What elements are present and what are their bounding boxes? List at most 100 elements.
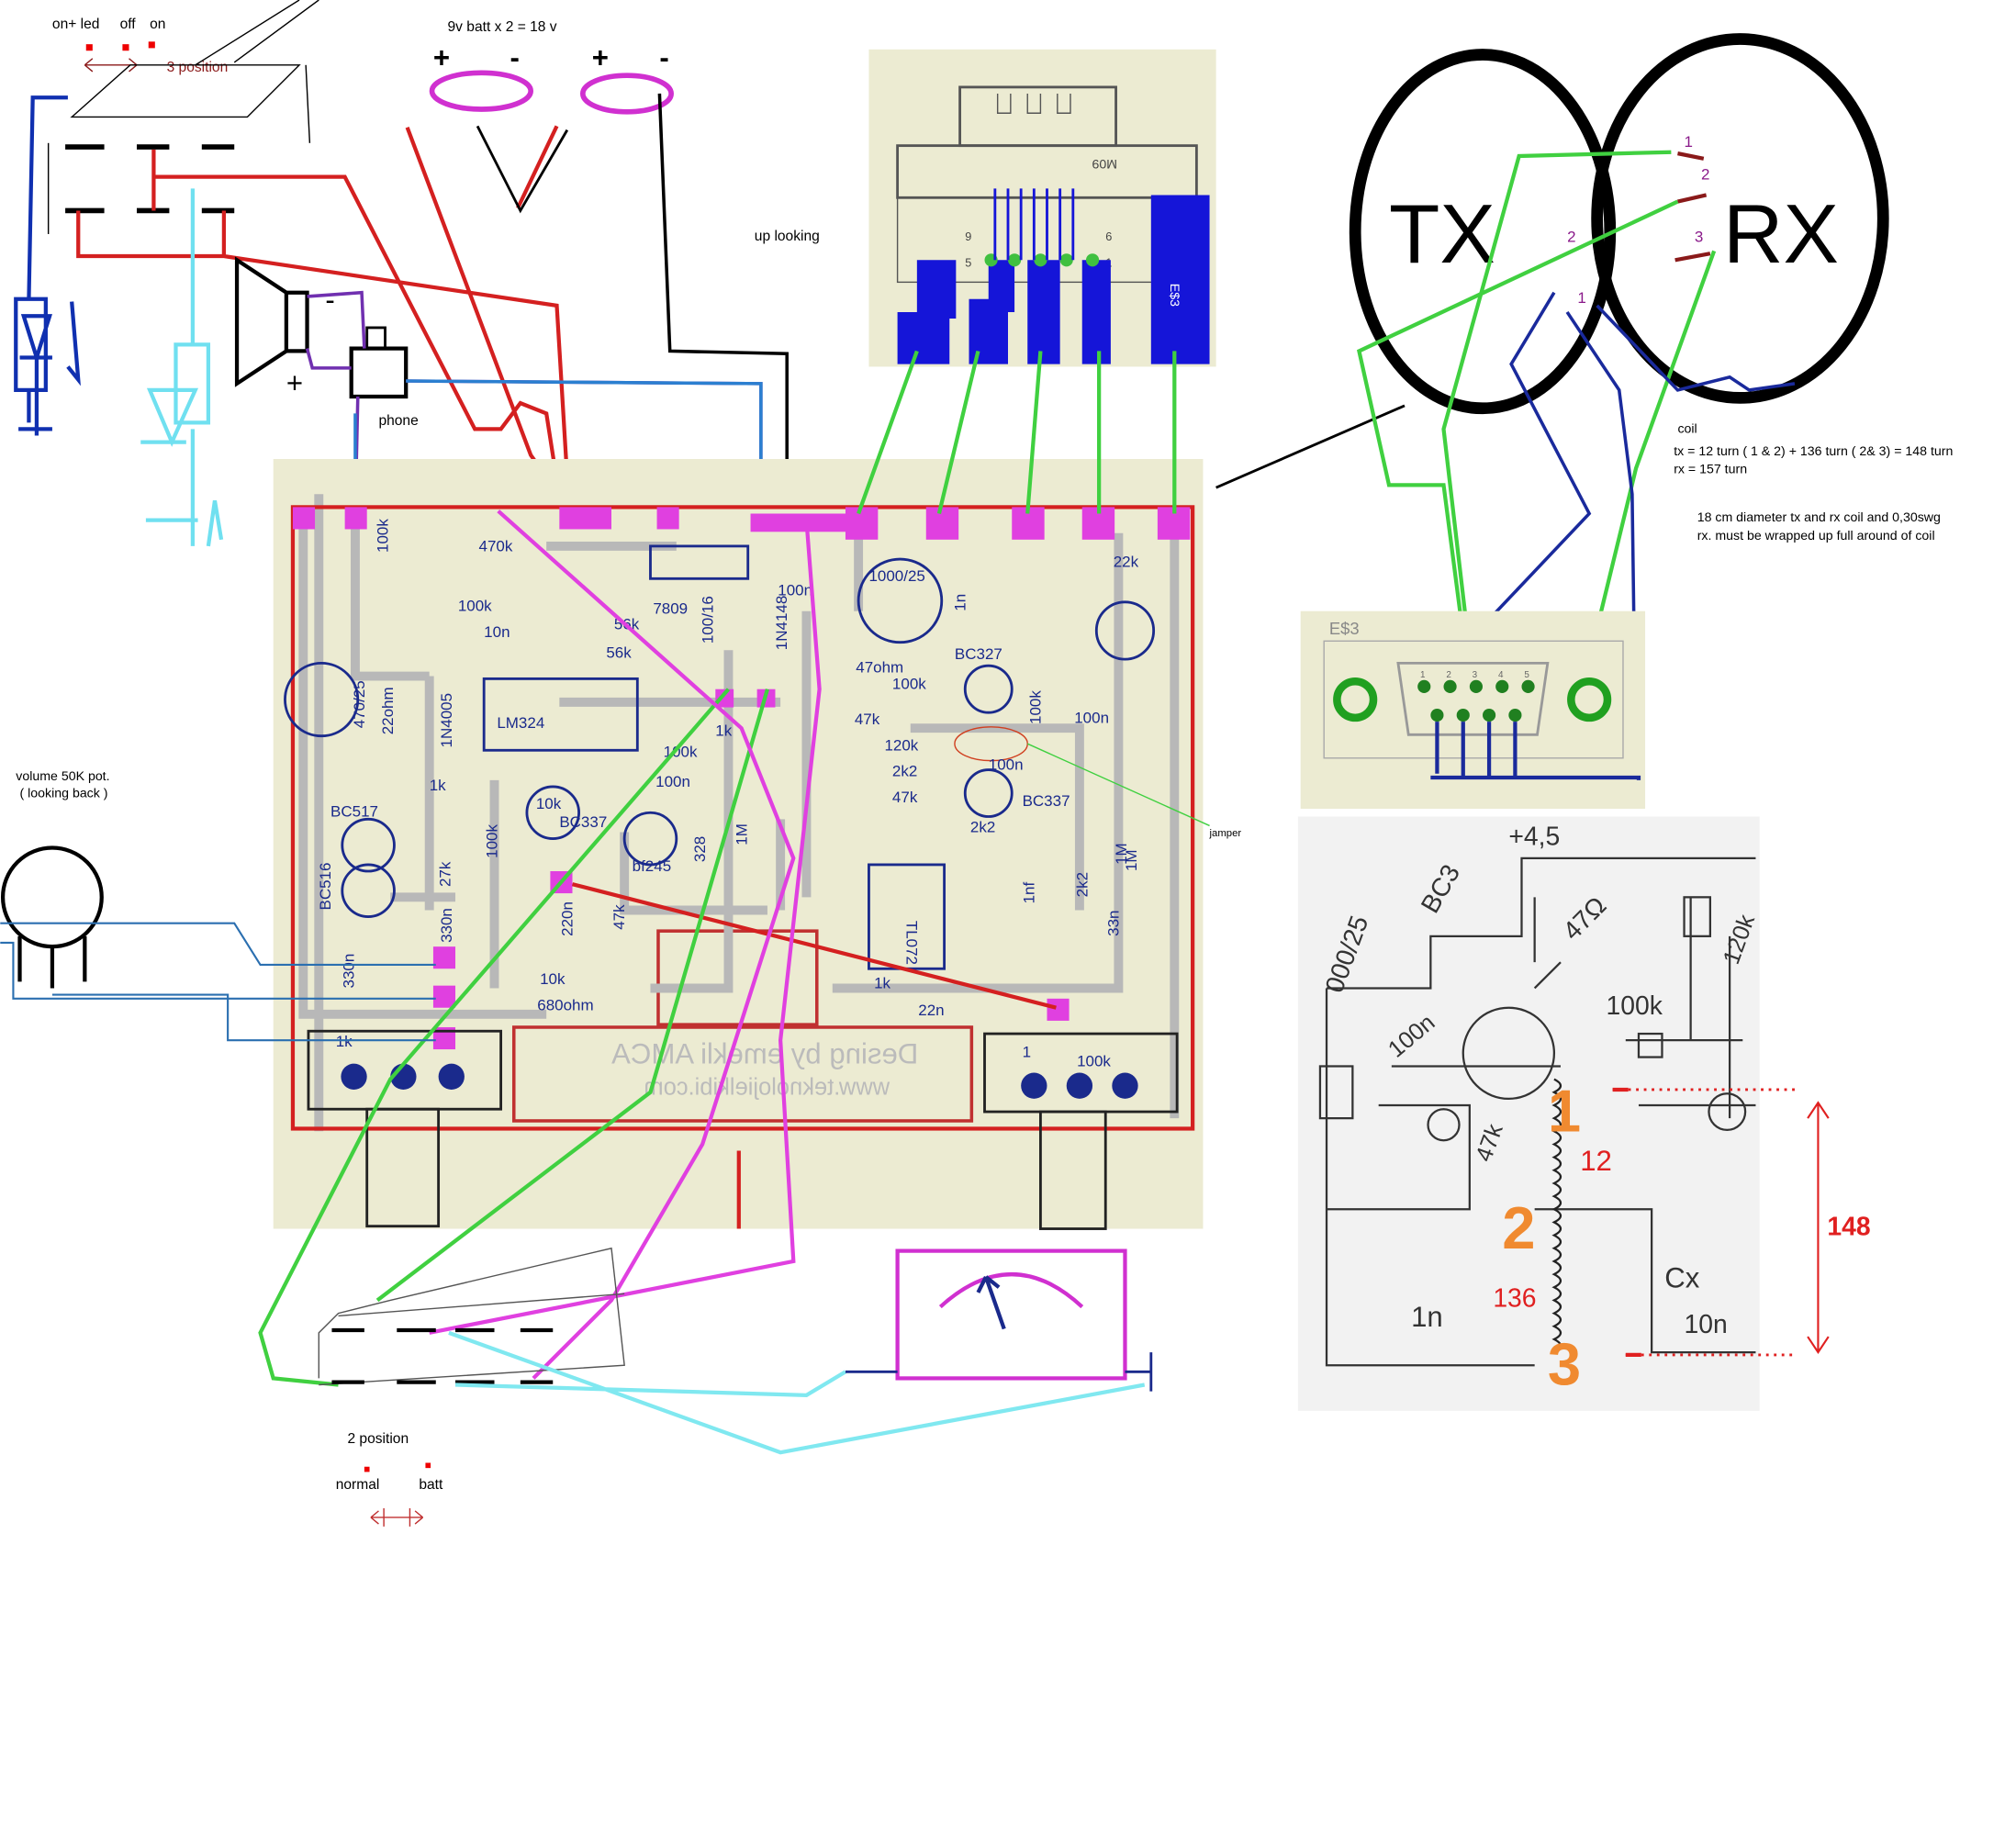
switch-pos-label: on <box>150 17 165 32</box>
battery-pack: 9v batt x 2 = 18 v + - + - <box>429 19 789 521</box>
coil-note: 18 cm diameter tx and rx coil and 0,30sw… <box>1697 510 1941 525</box>
pcb-component-label: TL072 <box>903 921 921 965</box>
plus-sign: + <box>592 42 609 74</box>
tx-label: TX <box>1389 188 1495 281</box>
pcb-component-label: 1N4005 <box>438 693 455 747</box>
speaker: - + <box>234 256 335 399</box>
connector-part-label: M09 <box>1092 156 1117 171</box>
pcb-component-label: 47ohm <box>856 658 903 676</box>
handwritten-schematic: 000/25 BC3 +4,5 47Ω 120k 100k 100n 47k 1… <box>1297 816 1871 1411</box>
minus-sign: - <box>659 42 668 74</box>
connector-note: up looking <box>755 229 820 244</box>
cyan-wires <box>448 1330 1146 1455</box>
connector-pin-label: 5 <box>965 255 971 269</box>
magenta-wires <box>429 509 822 1380</box>
pcb-component-label: BC327 <box>955 645 1002 663</box>
tap-3-label: 3 <box>1548 1330 1581 1397</box>
switch-title: 3 position <box>167 60 229 75</box>
hw-label: 1n <box>1411 1301 1443 1333</box>
pcb-pads <box>292 507 1191 1050</box>
pcb-component-label: 1M <box>1123 849 1140 871</box>
db9-pin: 4 <box>1498 670 1504 680</box>
rx-coil <box>1591 33 1889 404</box>
volume-label: volume 50K pot. <box>16 769 109 784</box>
pcb-component-label: 47k <box>855 711 880 728</box>
connector-name: E$3 <box>1167 284 1182 307</box>
battery-terminal-ring <box>579 73 674 115</box>
pcb-component-label: 120k <box>884 736 918 754</box>
coil-title: coil <box>1677 422 1697 437</box>
battery-label: 9v batt x 2 = 18 v <box>448 19 557 35</box>
pcb-component-label: 330n <box>341 954 358 989</box>
connector-pin-label: 9 <box>965 230 971 243</box>
pcb-component-label: bf245 <box>633 857 672 875</box>
pcb-component-label: 470/25 <box>351 680 368 728</box>
volume-pot: volume 50K pot. ( looking back ) <box>0 769 436 1042</box>
speaker-plus: + <box>286 367 303 399</box>
connector-pin-label: 6 <box>1105 230 1112 243</box>
coil-pin: 1 <box>1577 289 1585 307</box>
turns-148-label: 148 <box>1827 1213 1870 1242</box>
pcb-component-label: 1N4148 <box>773 596 790 651</box>
pcb-component-label: 330n <box>438 908 455 943</box>
hw-label: +4,5 <box>1508 823 1560 852</box>
phone-label: phone <box>378 413 418 429</box>
minus-sign: - <box>510 42 520 74</box>
db9-pin: 5 <box>1524 670 1529 680</box>
pcb-component-label: 22ohm <box>379 687 397 734</box>
pot-left <box>307 1029 503 1228</box>
pcb-component-label: 56k <box>606 644 632 662</box>
green-wires <box>258 350 1177 1387</box>
pcb-component-label: 100n <box>655 773 690 790</box>
pcb-component-label: 100/16 <box>699 596 716 644</box>
tap-1-label: 1 <box>1548 1077 1581 1144</box>
db9-name: E$3 <box>1329 619 1360 638</box>
pcb-component-label: 1 <box>1023 1044 1031 1061</box>
pcb-component-label: BC337 <box>1023 792 1070 810</box>
led-indicator-blue <box>14 95 81 436</box>
tx-turns-note: tx = 12 turn ( 1 & 2) + 136 turn ( 2& 3)… <box>1674 444 1953 459</box>
db9-connector: E$3 1 2 3 4 5 <box>1300 610 1646 810</box>
pcb-component-label: 10k <box>536 795 562 812</box>
pcb-component-label: 328 <box>691 836 709 862</box>
pcb-component-label: 470k <box>479 538 513 555</box>
pcb-component-label: 100k <box>892 676 926 693</box>
jumper-label: jamper <box>1209 828 1242 839</box>
switch2-batt-label: batt <box>419 1477 443 1493</box>
two-position-switch: 2 position normal batt <box>318 1247 625 1527</box>
pcb-component-label: BC517 <box>330 803 378 821</box>
pcb-website: www.teknolojielkibi.com <box>644 1075 890 1101</box>
pcb-component-label: 1k <box>430 777 446 794</box>
coil-pin: 1 <box>1685 133 1693 151</box>
switch-pos-label: off <box>120 17 137 32</box>
pcb-component-label: 47k <box>892 789 918 806</box>
coil-pin: 2 <box>1567 228 1575 245</box>
pcb-component-label: 1nf <box>1020 882 1037 904</box>
pcb-board: Desing by emekli AMCA www.teknolojielkib… <box>273 459 1242 1230</box>
pcb-component-label: 47k <box>610 904 628 930</box>
hw-label: Cx <box>1664 1261 1700 1293</box>
battery-terminal-ring <box>429 70 534 112</box>
pot-right <box>983 1032 1179 1230</box>
pcb-component-label: 22n <box>918 1002 944 1019</box>
motherboard-connector: M09 9 5 6 1 E$3 up looking <box>755 49 1216 367</box>
pcb-component-label: 2k2 <box>1073 872 1091 897</box>
pcb-component-label: BC516 <box>317 863 334 911</box>
plus-sign: + <box>433 42 450 74</box>
pcb-component-label: 10n <box>484 623 510 641</box>
three-position-switch: on+ led off on 3 position <box>47 0 319 234</box>
switch2-title: 2 position <box>347 1431 409 1447</box>
tap-2-label: 2 <box>1502 1194 1535 1261</box>
pcb-component-label: 22k <box>1114 554 1139 571</box>
pcb-component-label: 100k <box>458 598 492 615</box>
db9-pin: 1 <box>1420 670 1426 680</box>
pcb-component-label: 1M <box>1113 843 1130 865</box>
pcb-component-label: 100n <box>778 582 812 599</box>
db9-pin: 2 <box>1446 670 1451 680</box>
db9-pin: 3 <box>1473 670 1478 680</box>
pcb-component-label: BC337 <box>559 813 607 831</box>
pcb-component-label: 220n <box>558 901 576 936</box>
pcb-component-label: 1M <box>733 823 750 845</box>
